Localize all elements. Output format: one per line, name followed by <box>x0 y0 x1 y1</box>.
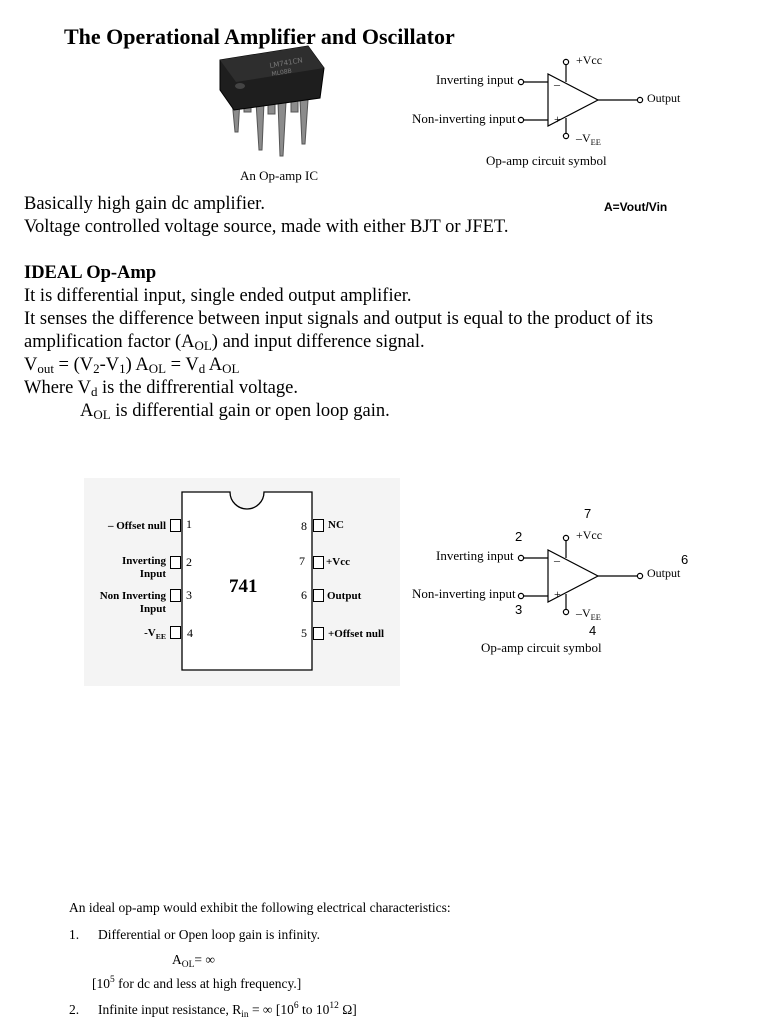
ideal-line-1: It is differential input, single ended o… <box>24 286 412 306</box>
symbol2-pin-noninverting: 3 <box>515 602 523 617</box>
formula-note: A=Vout/Vin <box>604 200 668 214</box>
symbol2-vcc-label: +Vcc <box>576 528 603 542</box>
ideal-line-3: amplification factor (AOL) and input dif… <box>24 332 425 353</box>
intro-line-1: Basically high gain dc amplifier. <box>24 194 265 214</box>
pin-2-number: 2 <box>186 555 192 569</box>
pin-5-number: 5 <box>301 626 307 640</box>
symbol2-minus-sign: – <box>554 553 560 567</box>
pin-2-box <box>170 556 181 569</box>
pin-6-number: 6 <box>301 588 307 602</box>
op-amp-symbol-2 <box>517 534 644 616</box>
pin-4-label: -VEE <box>144 627 166 641</box>
symbol2-inverting-label: Inverting input <box>436 548 514 563</box>
vout-equation: Vout = (V2-V1) AOL = Vd AOL <box>24 355 240 376</box>
pin-1-label: – Offset null <box>107 520 166 532</box>
pin-1-number: 1 <box>186 517 192 531</box>
pin-6-label: Output <box>327 590 362 602</box>
svg-text:ML08B: ML08B <box>271 68 292 78</box>
pin-7-number: 7 <box>299 554 305 568</box>
symbol2-pin-vee: 4 <box>589 623 597 638</box>
item-2-number: 2. <box>69 1002 80 1017</box>
characteristics-intro: An ideal op-amp would exhibit the follow… <box>69 900 451 915</box>
symbol2-caption: Op-amp circuit symbol <box>481 640 602 655</box>
symbol2-noninverting-label: Non-inverting input <box>412 586 516 601</box>
pin-4-box <box>170 626 181 639</box>
pin-7-label: +Vcc <box>326 556 350 568</box>
where-line: Where Vd is the diffrerential voltage. <box>24 378 298 399</box>
pin-2-label: Inverting Input <box>122 555 166 580</box>
ideal-heading: IDEAL Op-Amp <box>24 263 157 283</box>
pin-3-label: Non Inverting Input <box>99 590 166 615</box>
symbol1-caption: Op-amp circuit symbol <box>486 153 607 168</box>
pin-8-label: NC <box>328 519 344 531</box>
pin-5-label: +Offset null <box>328 628 385 640</box>
symbol1-plus-sign: + <box>554 112 561 126</box>
symbol1-vcc-label: +Vcc <box>576 53 603 67</box>
gain-note: [105 for dc and less at high frequency.] <box>92 975 302 991</box>
symbol1-inverting-label: Inverting input <box>436 72 514 87</box>
pin-8-box <box>313 519 324 532</box>
chip-name: 741 <box>229 576 258 597</box>
symbol2-vee-label: –VEE <box>576 606 601 622</box>
symbol2-pin-inverting: 2 <box>515 529 523 544</box>
pin-3-number: 3 <box>186 588 192 602</box>
symbol1-minus-sign: – <box>554 77 560 91</box>
item-2-text: Infinite input resistance, Rin = ∞ [106 … <box>98 1001 357 1020</box>
symbol2-pin-vcc: 7 <box>584 506 592 521</box>
pin-5-box <box>313 627 324 640</box>
op-amp-ic-image: LM741CN ML08B <box>219 45 325 157</box>
aol-infinity: AOL= ∞ <box>172 952 215 970</box>
symbol2-plus-sign: + <box>554 587 561 601</box>
chip-741-body <box>181 491 313 671</box>
pin-7-box <box>313 556 324 569</box>
item-1-number: 1. <box>69 927 80 942</box>
op-amp-symbol-1 <box>517 58 644 140</box>
ideal-line-2: It senses the difference between input s… <box>24 309 654 329</box>
ic-caption: An Op-amp IC <box>240 168 318 183</box>
symbol1-vee-label: –VEE <box>576 131 601 147</box>
symbol2-output-label: Output <box>647 566 681 580</box>
pin-6-box <box>313 589 324 602</box>
intro-line-2: Voltage controlled voltage source, made … <box>24 217 509 237</box>
item-1-text: Differential or Open loop gain is infini… <box>98 927 320 942</box>
symbol2-pin-output: 6 <box>681 552 689 567</box>
aol-definition: AOL is differential gain or open loop ga… <box>80 401 390 422</box>
pin-4-number: 4 <box>187 626 193 640</box>
symbol1-output-label: Output <box>647 91 681 105</box>
pin-8-number: 8 <box>301 519 307 533</box>
pin-1-box <box>170 519 181 532</box>
symbol1-noninverting-label: Non-inverting input <box>412 111 516 126</box>
pin-3-box <box>170 589 181 602</box>
page-title: The Operational Amplifier and Oscillator <box>64 24 455 49</box>
